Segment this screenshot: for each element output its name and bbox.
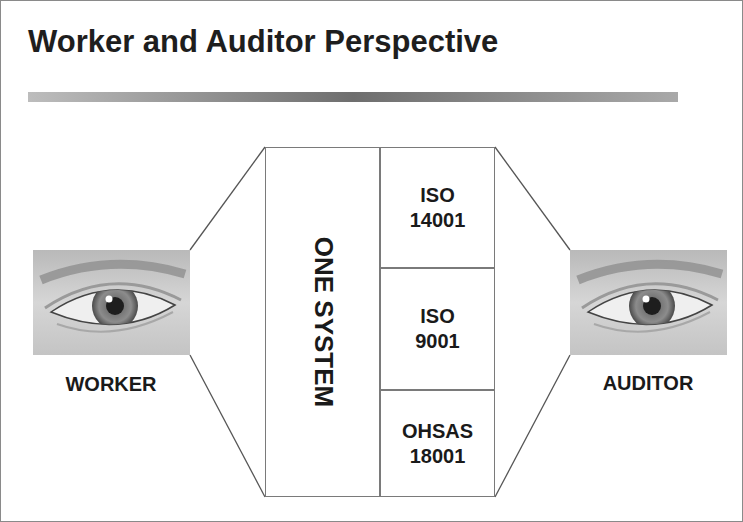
standard-label: ISO 14001 (398, 183, 478, 233)
eye-picture (570, 250, 727, 355)
diagram-title: Worker and Auditor Perspective (28, 24, 498, 60)
eye-picture (33, 250, 190, 355)
funnel-lines (190, 147, 570, 497)
standard-box: ISO 9001 (380, 268, 495, 390)
standard-box: ISO 14001 (380, 147, 495, 268)
standard-label: ISO 9001 (398, 304, 478, 354)
role-label: WORKER (65, 373, 156, 396)
standard-box: OHSAS 18001 (380, 390, 495, 497)
system-label: ONE SYSTEM (307, 237, 338, 407)
standard-label: OHSAS 18001 (398, 419, 478, 469)
role-label: AUDITOR (603, 372, 694, 395)
title-bar (28, 92, 678, 102)
system-column: ONE SYSTEM (265, 147, 380, 497)
